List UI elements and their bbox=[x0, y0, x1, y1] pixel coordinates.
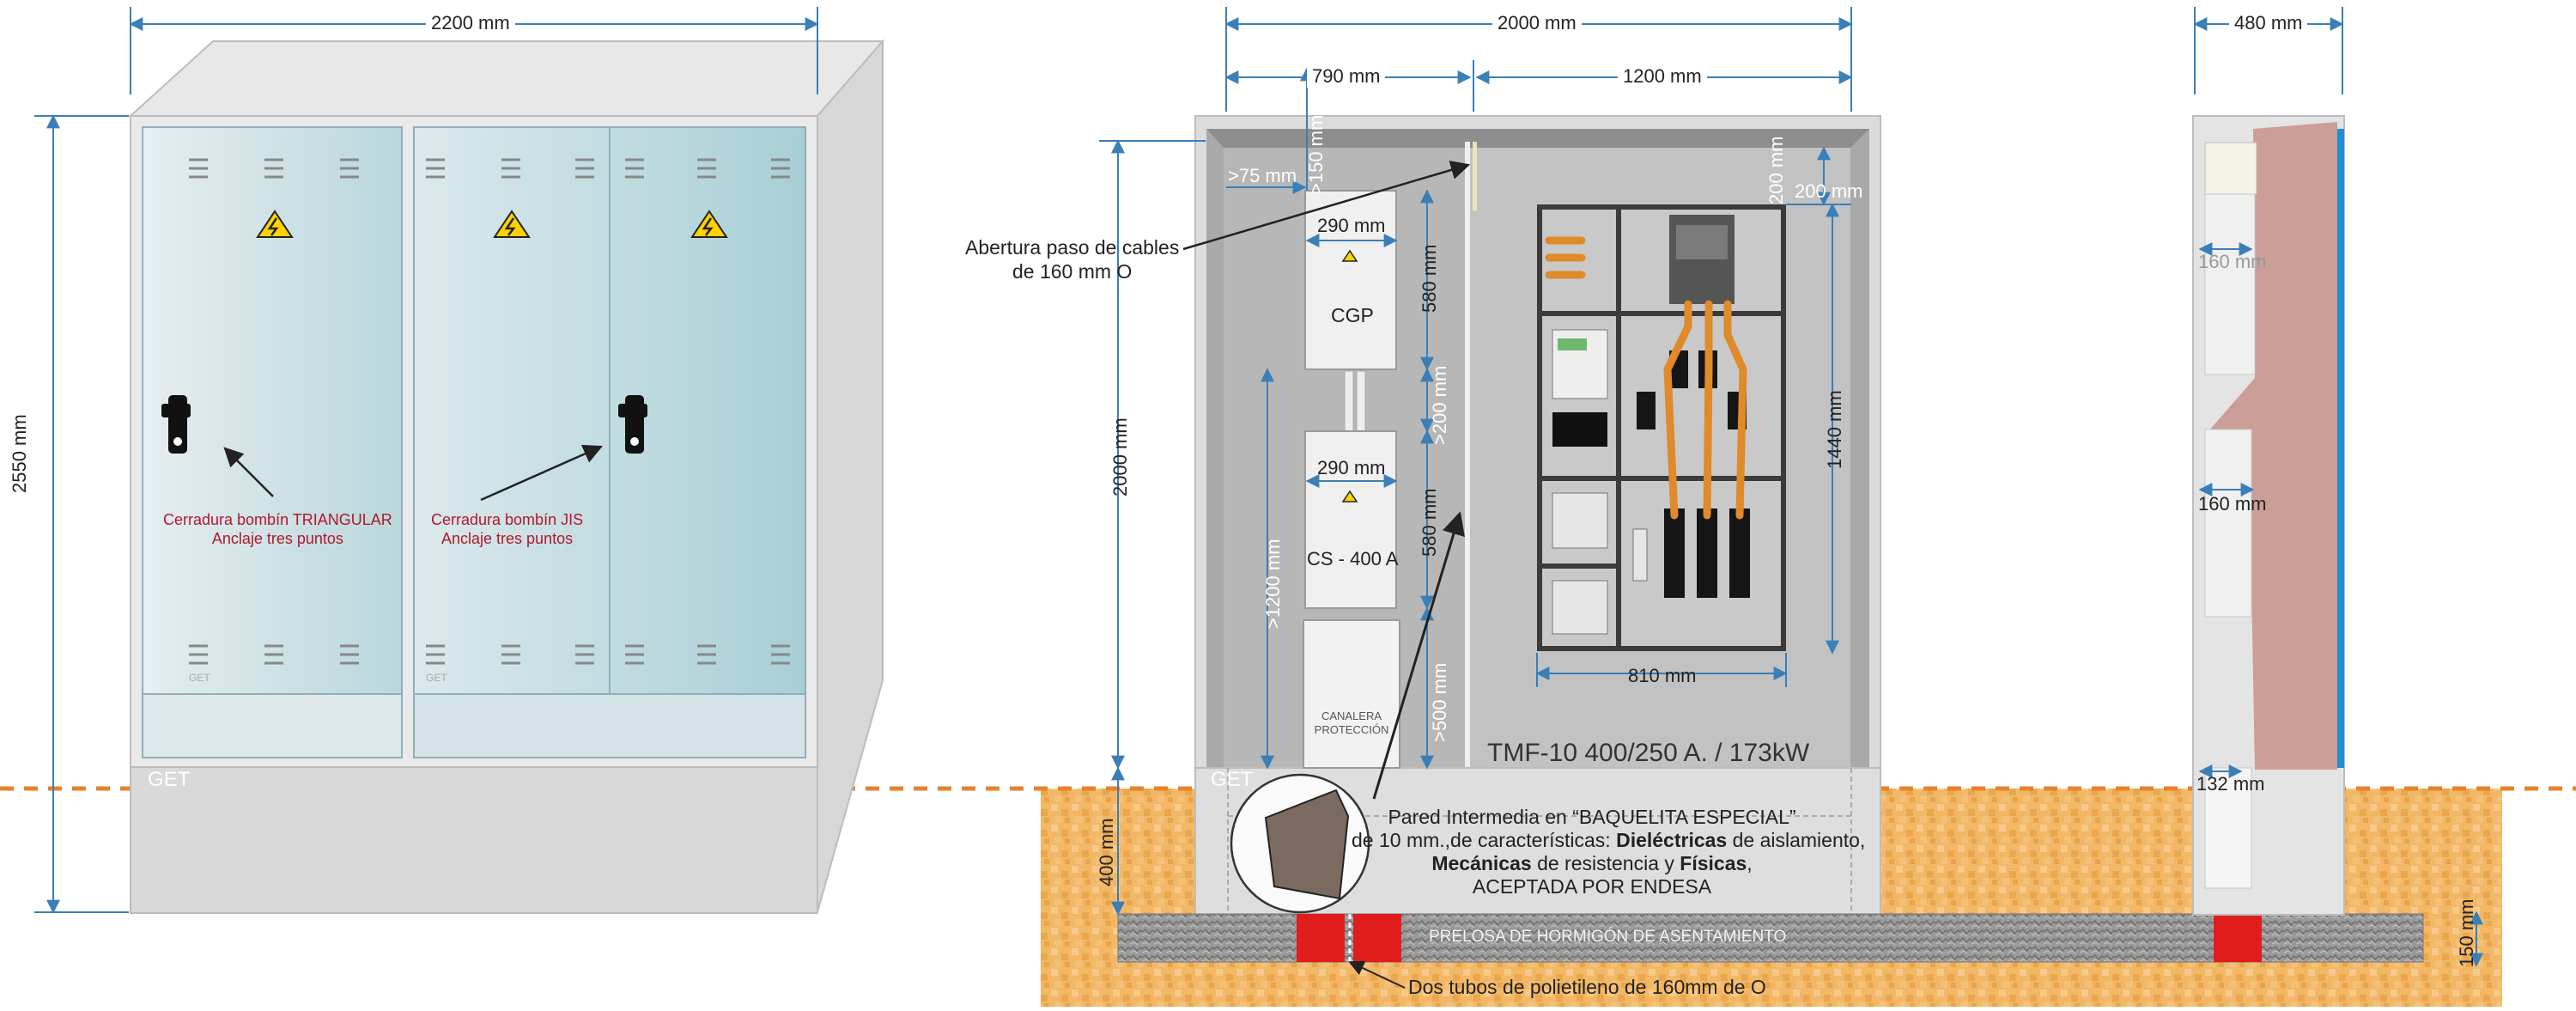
wall-section-detail bbox=[1230, 773, 1370, 914]
front-cabinet bbox=[128, 39, 885, 914]
dim-side-160-mid: 160 mm bbox=[2198, 493, 2267, 515]
dim-150-slab: 150 mm bbox=[2456, 898, 2477, 967]
lock-handle-icon bbox=[618, 395, 647, 454]
dim-810: 810 mm bbox=[1628, 665, 1697, 686]
dim-front-width: 2200 mm bbox=[426, 12, 515, 34]
dim-580-bottom: 580 mm bbox=[1419, 488, 1440, 557]
label-tmf: TMF-10 400/250 A. / 173kW bbox=[1487, 739, 1810, 767]
dim-1200: >1200 mm bbox=[1262, 539, 1284, 629]
canalera-box bbox=[1303, 619, 1400, 769]
dim-290-cs: 290 mm bbox=[1317, 457, 1386, 478]
arrow-wall bbox=[1372, 511, 1465, 800]
lock-handle-icon bbox=[161, 395, 191, 454]
dim-580-top: 580 mm bbox=[1419, 244, 1440, 313]
front-vents bbox=[189, 158, 790, 665]
wall-line3: Mecánicas de resistencia y Físicas, bbox=[1352, 852, 1832, 875]
warning-icon bbox=[256, 210, 294, 238]
label-cs: CS - 400 A bbox=[1307, 548, 1399, 569]
dim-150: >150 mm bbox=[1305, 114, 1327, 194]
meter-panel bbox=[1537, 204, 1786, 651]
wall-line3-b: de resistencia y bbox=[1531, 852, 1680, 874]
dim-200-vertical: >200 mm bbox=[1429, 365, 1450, 445]
dim-side-132: 132 mm bbox=[2196, 773, 2265, 795]
lock-jis-line1: Cerradura bombín JIS bbox=[431, 511, 584, 528]
dim-290-cgp: 290 mm bbox=[1317, 215, 1386, 236]
dim-middle-width: 2000 mm bbox=[1492, 12, 1582, 34]
canalera-line1: CANALERA bbox=[1321, 710, 1382, 722]
dim-1440: 1440 mm bbox=[1824, 390, 1845, 469]
dim-front-height: 2550 mm bbox=[9, 409, 31, 498]
wall-line3-c: Físicas bbox=[1680, 852, 1747, 874]
dim-2000-height: 2000 mm bbox=[1109, 417, 1131, 496]
label-tubes: Dos tubos de polietileno de 160mm de O bbox=[1408, 976, 1766, 998]
cs-box bbox=[1304, 430, 1397, 609]
cable-opening-line1: Abertura paso de cables bbox=[965, 236, 1180, 259]
label-get-door-1: GET bbox=[189, 672, 210, 684]
label-canalera: CANALERA PROTECCIÓN bbox=[1310, 710, 1393, 737]
wall-line4: ACEPTADA POR ENDESA bbox=[1472, 875, 1712, 898]
cable-opening-line2: de 160 mm O bbox=[1012, 260, 1133, 283]
dim-middle-left: 790 mm bbox=[1307, 65, 1386, 88]
wall-line3-d: , bbox=[1747, 852, 1753, 874]
side-dimensions bbox=[2193, 7, 2344, 778]
label-get-middle: GET bbox=[1211, 768, 1254, 791]
cgp-box bbox=[1304, 190, 1397, 370]
label-intermediate-wall: Pared Intermedia en “BAQUELITA ESPECIAL”… bbox=[1352, 806, 1865, 898]
wall-line2: de 10 mm.,de características: Dieléctric… bbox=[1352, 829, 1865, 852]
label-cgp: CGP bbox=[1331, 304, 1374, 326]
label-lock-jis: Cerradura bombín JIS Anclaje tres puntos bbox=[431, 510, 583, 548]
lock-handles bbox=[161, 395, 647, 454]
lock-triangular-line1: Cerradura bombín TRIANGULAR bbox=[163, 511, 392, 528]
dim-side-width: 480 mm bbox=[2229, 12, 2308, 34]
dim-middle-right: 1200 mm bbox=[1618, 65, 1707, 88]
polyethylene-tubes bbox=[1297, 914, 2262, 962]
wall-line3-a: Mecánicas bbox=[1431, 852, 1532, 874]
arrow-lock-jis bbox=[480, 444, 604, 502]
wall-line2-a: de 10 mm.,de características: bbox=[1352, 829, 1617, 851]
label-get-front: GET bbox=[148, 768, 191, 791]
label-lock-triangular: Cerradura bombín TRIANGULAR Anclaje tres… bbox=[163, 510, 392, 548]
arrow-cable-opening bbox=[1182, 160, 1471, 251]
wall-line1: Pared Intermedia en “BAQUELITA ESPECIAL” bbox=[1388, 806, 1796, 828]
warning-icon bbox=[493, 210, 531, 238]
wall-line2-c: de aislamiento, bbox=[1727, 829, 1866, 851]
dim-200-right: 200 mm bbox=[1795, 180, 1863, 202]
lock-triangular-line2: Anclaje tres puntos bbox=[211, 530, 343, 547]
label-slab: PRELOSA DE HORMIGÓN DE ASENTAMIENTO bbox=[1429, 928, 1787, 946]
dim-500: >500 mm bbox=[1429, 662, 1450, 742]
arrow-tubes bbox=[1348, 960, 1406, 989]
dim-75: >75 mm bbox=[1228, 165, 1297, 186]
copper-busbars bbox=[1545, 236, 1747, 520]
dim-400: 400 mm bbox=[1096, 818, 1117, 886]
label-get-door-2: GET bbox=[426, 672, 447, 684]
dim-side-160-top: 160 mm bbox=[2198, 251, 2267, 272]
wall-line2-b: Dieléctricas bbox=[1616, 829, 1728, 851]
warning-signs bbox=[256, 210, 728, 238]
canalera-line2: PROTECCIÓN bbox=[1314, 723, 1389, 736]
warning-icon bbox=[690, 210, 728, 238]
arrow-lock-triangular bbox=[223, 447, 274, 497]
dim-200-top: 200 mm bbox=[1765, 136, 1787, 204]
lock-jis-line2: Anclaje tres puntos bbox=[441, 530, 574, 547]
label-cable-opening: Abertura paso de cables de 160 mm O bbox=[965, 235, 1179, 283]
